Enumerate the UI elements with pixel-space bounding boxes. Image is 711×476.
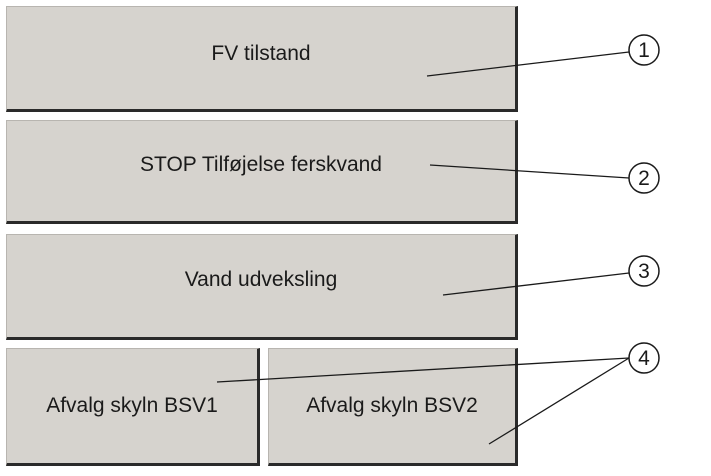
- callout-2-number: 2: [638, 167, 650, 190]
- afvalg-skyln-bsv1-label: Afvalg skyln BSV1: [46, 394, 218, 417]
- afvalg-skyln-bsv2-button[interactable]: Afvalg skyln BSV2: [268, 348, 518, 466]
- callout-3-number: 3: [638, 260, 650, 283]
- vand-udveksling-button[interactable]: Vand udveksling: [6, 234, 518, 340]
- callout-2: 2: [628, 162, 660, 194]
- callout-4: 4: [628, 342, 660, 374]
- stop-tilfoejelse-ferskvand-label: STOP Tilføjelse ferskvand: [140, 153, 382, 176]
- stop-tilfoejelse-ferskvand-button[interactable]: STOP Tilføjelse ferskvand: [6, 120, 518, 224]
- callout-3-leader: [442, 272, 630, 296]
- afvalg-skyln-bsv2-label: Afvalg skyln BSV2: [306, 394, 478, 417]
- callout-2-leader: [429, 164, 630, 179]
- callout-1: 1: [628, 34, 660, 66]
- fv-tilstand-button[interactable]: FV tilstand: [6, 6, 518, 112]
- callout-4-leader-a: [216, 357, 630, 383]
- callout-4-number: 4: [638, 347, 650, 370]
- callout-1-leader: [426, 51, 630, 77]
- callout-4-leader-b: [488, 357, 630, 445]
- vand-udveksling-label: Vand udveksling: [184, 268, 338, 291]
- afvalg-skyln-bsv1-button[interactable]: Afvalg skyln BSV1: [6, 348, 260, 466]
- callout-3: 3: [628, 255, 660, 287]
- callout-1-number: 1: [638, 39, 650, 62]
- fv-tilstand-label: FV tilstand: [211, 42, 311, 65]
